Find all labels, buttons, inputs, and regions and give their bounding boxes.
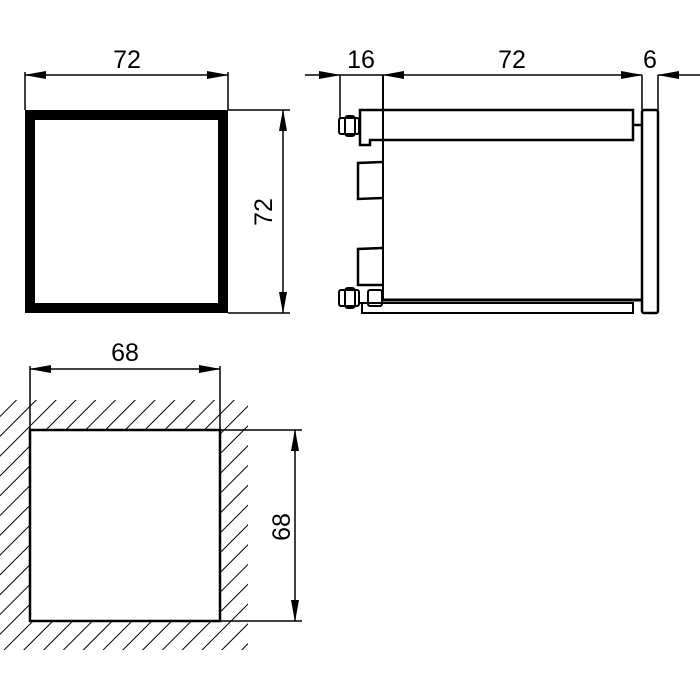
screw-nut-top [338,115,360,137]
side-bezel [640,108,660,315]
bottom-mounting-bracket [360,302,634,314]
screw-nut-bottom-left [338,287,360,309]
cutout-opening [28,428,222,623]
panel-cutout: 68 68 [0,339,302,650]
bezel-depth-label: 6 [643,46,657,74]
terminal-block-upper [356,160,384,201]
terminal-block-lower [356,246,384,287]
body-depth-label: 72 [498,46,526,74]
side-view [338,75,660,315]
side-dimensions: 16 72 6 [305,46,700,118]
front-width-label: 72 [113,46,141,74]
cutout-height-label: 68 [268,513,296,541]
bracket-depth-label: 16 [347,46,375,74]
front-bezel [25,110,228,313]
cutout-width-label: 68 [111,339,139,367]
top-mounting-bracket [358,108,635,147]
front-view: 72 72 [24,46,290,314]
screw-nut-bottom-right [367,289,383,307]
front-height-label: 72 [250,198,278,226]
